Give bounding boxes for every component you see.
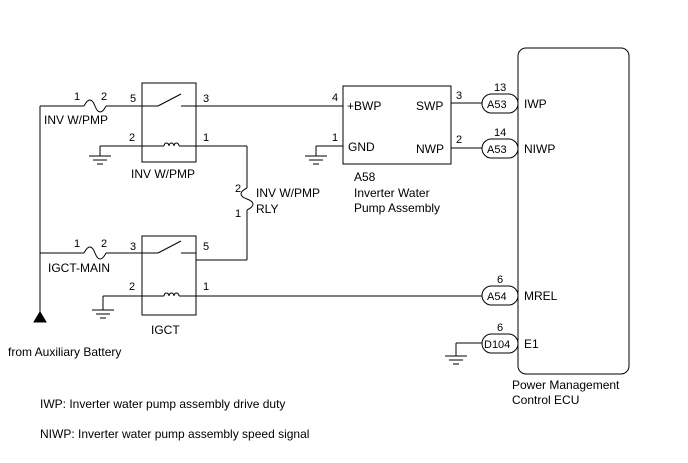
ecu-pin-niwp-label: NIWP — [524, 142, 555, 156]
ecu-pin-iwp-conn: A53 — [487, 99, 507, 111]
pump-pin-gnd-num: 1 — [332, 132, 338, 144]
ground-icon — [304, 155, 328, 165]
fuse-rly-label-2: RLY — [256, 202, 278, 216]
relay-inv-pin-coil: 1 — [203, 132, 209, 144]
ground-icon — [444, 355, 468, 365]
relay-inv-pin-out: 3 — [203, 93, 209, 105]
pump-assembly-box — [342, 85, 452, 165]
fuse-inv-pin-a: 1 — [74, 91, 80, 103]
relay-inv-coil — [163, 142, 180, 147]
ecu-pin-niwp-conn: A53 — [487, 144, 507, 156]
ecu-pin-mrel-label: MREL — [524, 289, 558, 303]
ecu-name-1: Power Management — [512, 378, 620, 392]
ecu-pin-e1-label: E1 — [524, 337, 539, 351]
fuse-igct-pin-b: 2 — [101, 238, 107, 250]
pump-pin-bwp-label: +BWP — [347, 99, 381, 113]
relay-igct-switch — [157, 240, 182, 254]
relay-igct-box — [141, 235, 197, 316]
ecu-pin-e1-num: 6 — [497, 322, 503, 334]
ecu-name-2: Control ECU — [512, 393, 579, 407]
ecu-box — [517, 47, 630, 375]
fuse-inv-wpmp-rly — [240, 187, 254, 211]
relay-igct-pin-in: 3 — [130, 241, 136, 253]
fuse-rly-label-1: INV W/PMP — [256, 186, 320, 200]
relay-inv-label: INV W/PMP — [131, 167, 195, 181]
relay-igct-coil — [163, 292, 180, 297]
fuse-igct-main — [83, 246, 107, 260]
fuse-igct-pin-a: 1 — [74, 238, 80, 250]
ground-icon — [88, 155, 112, 165]
fuse-igct-label: IGCT-MAIN — [48, 261, 110, 275]
fuse-inv-wpmp — [83, 99, 107, 113]
relay-inv-pin-in: 5 — [130, 93, 136, 105]
ecu-pin-mrel-conn: A54 — [487, 291, 507, 303]
note-iwp: IWP: Inverter water pump assembly drive … — [40, 397, 286, 411]
pump-pin-swp-num: 3 — [456, 90, 462, 102]
fuse-rly-pin-bottom: 1 — [235, 208, 241, 220]
pump-pin-nwp-num: 2 — [456, 134, 462, 146]
relay-igct-pin-coil: 1 — [203, 281, 209, 293]
relay-inv-wpmp-box — [141, 82, 197, 163]
ecu-pin-iwp-label: IWP — [524, 97, 547, 111]
fuse-inv-label: INV W/PMP — [44, 113, 108, 127]
ecu-pin-mrel-num: 6 — [497, 274, 503, 286]
relay-inv-pin-coil-gnd: 2 — [129, 132, 135, 144]
pump-name-1: Inverter Water — [354, 186, 430, 200]
relay-igct-label: IGCT — [151, 323, 180, 337]
battery-label: from Auxiliary Battery — [8, 345, 121, 359]
battery-arrow — [33, 311, 47, 323]
fuse-inv-pin-b: 2 — [101, 91, 107, 103]
ecu-pin-niwp-num: 14 — [494, 127, 506, 139]
note-niwp: NIWP: Inverter water pump assembly speed… — [40, 427, 310, 441]
pump-pin-nwp-label: NWP — [416, 142, 444, 156]
relay-inv-switch — [157, 93, 182, 107]
pump-pin-gnd-label: GND — [348, 140, 375, 154]
relay-igct-pin-out: 5 — [203, 241, 209, 253]
pump-code: A58 — [354, 170, 376, 184]
pump-pin-swp-label: SWP — [416, 99, 443, 113]
pump-pin-bwp-num: 4 — [332, 92, 338, 104]
relay-igct-pin-coil-gnd: 2 — [129, 281, 135, 293]
fuse-rly-pin-top: 2 — [235, 183, 241, 195]
ecu-pin-e1-conn: D104 — [484, 339, 510, 351]
ecu-pin-iwp-num: 13 — [494, 82, 506, 94]
pump-name-2: Pump Assembly — [354, 201, 440, 215]
ground-icon — [91, 309, 115, 319]
